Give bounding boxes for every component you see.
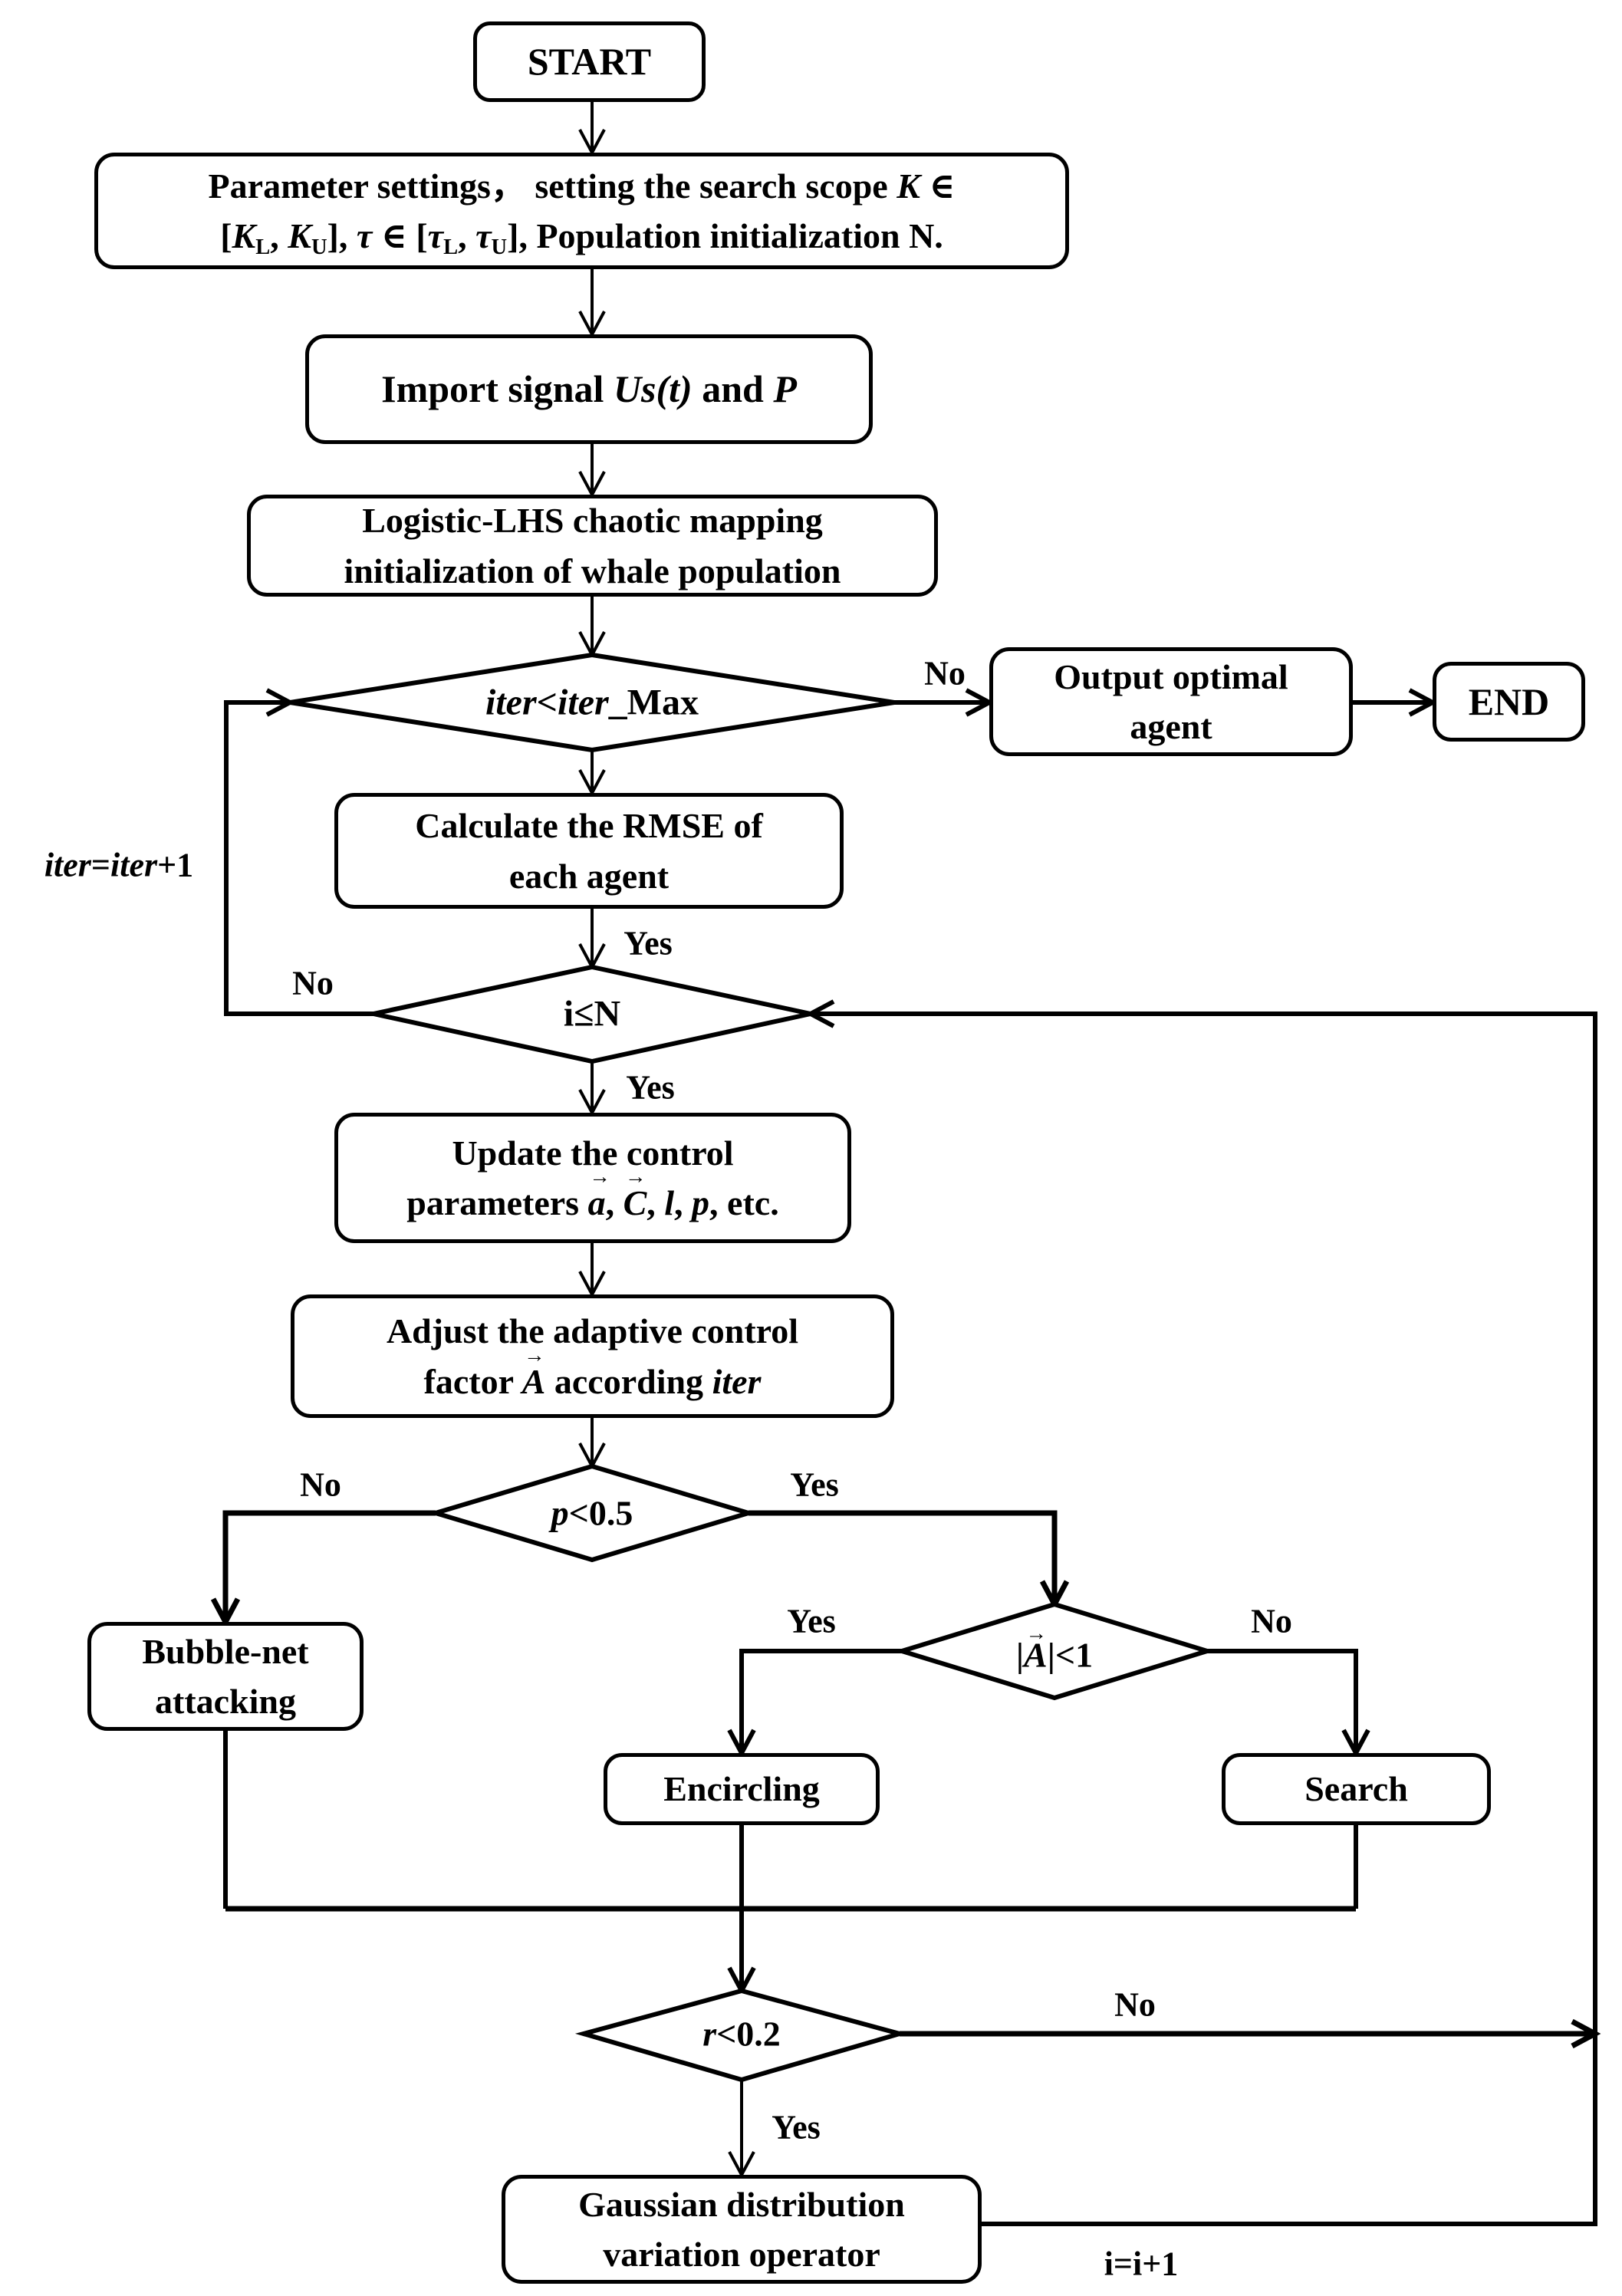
- r-decision-shape: [574, 1988, 909, 2083]
- search-node: Search: [1222, 1753, 1491, 1825]
- rmse-line2: each agent: [508, 856, 670, 896]
- adjust-factor-line2: factor →A according iter: [423, 1342, 762, 1401]
- edge-iter-no-output: [894, 688, 995, 717]
- label-a-no: No: [1251, 1602, 1292, 1640]
- rmse-line1: Calculate the RMSE of: [415, 806, 763, 846]
- edge-pcheck-yes-acheck: [748, 1510, 1070, 1610]
- start-label: START: [527, 40, 652, 83]
- parameter-settings-line2: [KL, KU], τ ∈ [τL, τU], Population initi…: [220, 216, 943, 259]
- edge-rcheck-gaussian: [728, 2080, 755, 2179]
- r-decision-label: r<0.2: [702, 2014, 781, 2054]
- label-p-yes: Yes: [790, 1465, 839, 1504]
- encircling-node: Encircling: [604, 1753, 880, 1825]
- edge-start-params: [578, 102, 606, 156]
- update-parameters-line1: Update the control: [452, 1133, 734, 1173]
- output-agent-line1: Output optimal: [1054, 656, 1288, 696]
- a-decision-label: |→A|<1: [1015, 1620, 1094, 1675]
- output-optimal-agent-node: Output optimal agent: [989, 647, 1353, 756]
- output-agent-line2: agent: [1130, 707, 1212, 746]
- edge-output-end: [1353, 688, 1438, 717]
- start-node: START: [473, 21, 706, 102]
- gaussian-operator-node: Gaussian distribution variation operator: [502, 2175, 982, 2284]
- label-iter-no: No: [924, 654, 966, 692]
- label-iter-increment: iter=iter+1: [44, 846, 194, 884]
- edge-pcheck-no-bubble: [210, 1510, 436, 1628]
- search-label: Search: [1305, 1769, 1408, 1809]
- logistic-mapping-node: Logistic-LHS chaotic mapping initializat…: [247, 495, 938, 597]
- label-i-no: No: [292, 964, 334, 1002]
- i-n-decision-shape: [373, 964, 811, 1064]
- edge-import-logistic: [578, 444, 606, 498]
- label-i-yes: Yes: [626, 1068, 675, 1107]
- parameter-settings-node: Parameter settings， setting the search s…: [94, 153, 1069, 269]
- iter-max-decision-shape: [289, 652, 895, 753]
- p-decision-shape: [427, 1463, 757, 1563]
- gaussian-line2: variation operator: [603, 2235, 880, 2274]
- logistic-line1: Logistic-LHS chaotic mapping: [362, 501, 823, 541]
- logistic-line2: initialization of whale population: [344, 551, 841, 590]
- update-parameters-line2: parameters →a, →C, l, p, etc.: [406, 1164, 779, 1222]
- edge-gaussian-i-loop: [805, 999, 1597, 2226]
- edge-rcheck-no-loop: [900, 2018, 1601, 2049]
- end-node: END: [1433, 662, 1585, 742]
- end-label: END: [1468, 679, 1550, 723]
- label-p-no: No: [300, 1465, 341, 1504]
- label-r-yes: Yes: [772, 2108, 821, 2146]
- edge-logistic-iter: [578, 597, 606, 659]
- parameter-settings-line1: Parameter settings， setting the search s…: [208, 166, 956, 206]
- a-decision-shape: [893, 1601, 1216, 1701]
- import-signal-label: Import signal Us(t) and P: [381, 367, 797, 410]
- update-parameters-node: Update the control parameters →a, →C, l,…: [334, 1113, 851, 1243]
- edge-update-adjust: [578, 1243, 606, 1298]
- edge-icheck-update: [578, 1061, 606, 1117]
- gaussian-line1: Gaussian distribution: [578, 2184, 905, 2224]
- edge-rmse-icheck: [578, 909, 606, 971]
- label-a-yes: Yes: [787, 1602, 836, 1640]
- label-rmse-yes: Yes: [623, 924, 673, 962]
- label-i-increment: i=i+1: [1104, 2245, 1179, 2283]
- bubble-net-line2: attacking: [155, 1682, 296, 1721]
- p-decision-label: p<0.5: [551, 1493, 633, 1533]
- encircling-label: Encircling: [663, 1769, 820, 1809]
- bubble-net-line1: Bubble-net: [142, 1631, 309, 1671]
- edge-acheck-no-search: [1207, 1649, 1370, 1758]
- adjust-factor-line1: Adjust the adaptive control: [386, 1311, 799, 1351]
- iter-max-decision-label: iter<iter_Max: [485, 682, 699, 723]
- label-r-no: No: [1114, 1985, 1156, 2024]
- edge-adjust-pcheck: [578, 1418, 606, 1470]
- bubble-net-attacking-node: Bubble-net attacking: [87, 1622, 364, 1731]
- calculate-rmse-node: Calculate the RMSE of each agent: [334, 793, 844, 909]
- i-n-decision-label: i≤N: [563, 993, 621, 1035]
- adjust-factor-node: Adjust the adaptive control factor →A ac…: [291, 1294, 894, 1418]
- edge-iter-rmse: [578, 750, 606, 797]
- edge-params-import: [578, 269, 606, 338]
- import-signal-node: Import signal Us(t) and P: [305, 334, 873, 444]
- edge-acheck-yes-encircling: [727, 1649, 902, 1758]
